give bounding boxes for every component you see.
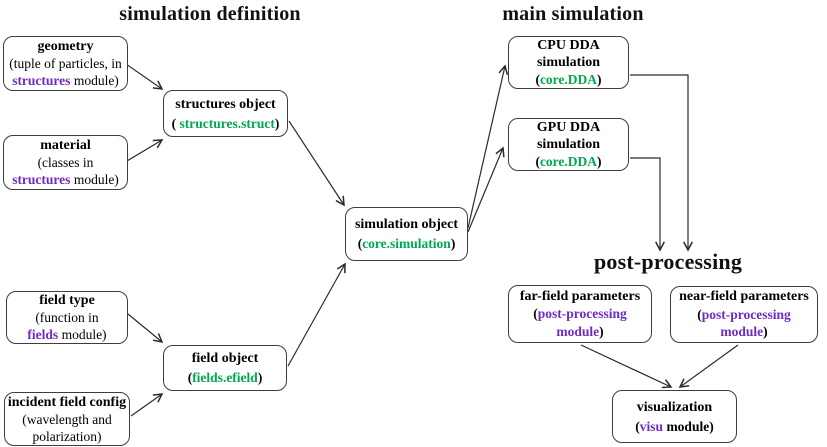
visualization-title: visualization [636,399,713,415]
arrow-field-object-to-simulation-object [287,262,346,367]
near-field-module-line1: (post-processing [697,306,791,322]
simulation-object-box: simulation object (core.simulation) [345,207,468,261]
field-type-module-line: fields module) [27,327,107,342]
material-title: material [40,138,91,153]
incident-field-desc-line2: polarization) [32,428,102,444]
cpu-dda-title-line1: CPU DDA [537,38,600,53]
arrow-far-field-to-visualization [580,344,673,389]
arrow-material-to-structures-object [126,139,164,162]
field-object-code-line: (fields.efield) [187,370,263,385]
core-dda-code: core.DDA [539,154,598,169]
arrow-structures-object-to-simulation-object [288,120,345,207]
field-object-box: field object (fields.efield) [163,345,287,391]
structures-module-name: structures [12,172,71,187]
far-field-parameters-box: far-field parameters (post-processing mo… [508,285,652,343]
structures-struct-code: structures.struct [179,115,275,131]
material-desc-line: (classes in [37,155,94,170]
simulation-object-code-line: (core.simulation) [357,236,456,251]
fields-efield-code: fields.efield [192,370,258,385]
field-type-title: field type [39,293,95,308]
gpu-dda-simulation-box: GPU DDA simulation (core.DDA) [508,118,629,171]
visualization-module-line: (visu module) [635,418,714,434]
incident-field-desc-line1: (wavelength and [22,411,112,427]
gpu-dda-title-line2: simulation [536,137,600,152]
post-processing-module-name: post-processing [701,306,791,322]
post-processing-module-name: post-processing [537,306,627,322]
incident-field-config-title: incident field config [7,394,127,410]
structures-object-title: structures object [175,96,276,112]
cpu-dda-simulation-box: CPU DDA simulation (core.DDA) [508,36,629,89]
arrow-near-field-to-visualization [678,344,739,388]
near-field-module-line2: module) [720,324,768,340]
heading-simulation-definition: simulation definition [119,3,301,25]
arrow-field-type-to-field-object [127,313,164,344]
cpu-dda-title-line2: simulation [536,55,600,70]
arrow-simulation-object-to-gpu-dda [467,146,505,233]
simulation-object-title: simulation object [354,217,459,232]
visu-module-name: visu [639,418,664,434]
arrow-geometry-to-structures-object [125,63,164,90]
arrow-gpu-dda-to-post-processing [630,157,665,252]
geometry-desc-line: (tuple of particles, in [9,56,122,71]
far-field-module-line1: (post-processing [533,306,627,322]
far-field-title: far-field parameters [519,288,641,304]
arrow-incident-field-to-field-object [130,393,164,417]
cpu-dda-code-line: (core.DDA) [535,72,602,87]
core-dda-code: core.DDA [539,72,598,87]
geometry-title: geometry [37,39,94,54]
geometry-box: geometry (tuple of particles, in structu… [3,36,128,91]
fields-module-name: fields [27,327,59,342]
heading-post-processing: post-processing [593,249,743,274]
visualization-box: visualization (visu module) [612,390,737,443]
structures-object-box: structures object ( structures.struct) [163,90,288,137]
near-field-parameters-box: near-field parameters (post-processing m… [670,286,818,343]
near-field-title: near-field parameters [679,289,809,305]
far-field-module-line2: module) [556,323,604,339]
field-type-desc-line: (function in [35,310,99,325]
arrow-cpu-dda-to-post-processing [630,74,693,252]
field-object-title: field object [191,351,259,366]
structures-module-name: structures [12,73,71,88]
structures-object-code-line: ( structures.struct) [171,115,280,131]
gpu-dda-title-line1: GPU DDA [536,120,601,135]
core-simulation-code: core.simulation [362,236,451,251]
arrow-simulation-object-to-cpu-dda [467,64,509,229]
geometry-module-line: structures module) [12,73,119,88]
heading-main-simulation: main simulation [502,3,644,25]
field-type-box: field type (function in fields module) [6,291,128,344]
material-box: material (classes in structures module) [3,135,128,190]
material-module-line: structures module) [12,172,119,187]
gpu-dda-code-line: (core.DDA) [535,154,602,169]
incident-field-config-box: incident field config (wavelength and po… [4,392,130,446]
